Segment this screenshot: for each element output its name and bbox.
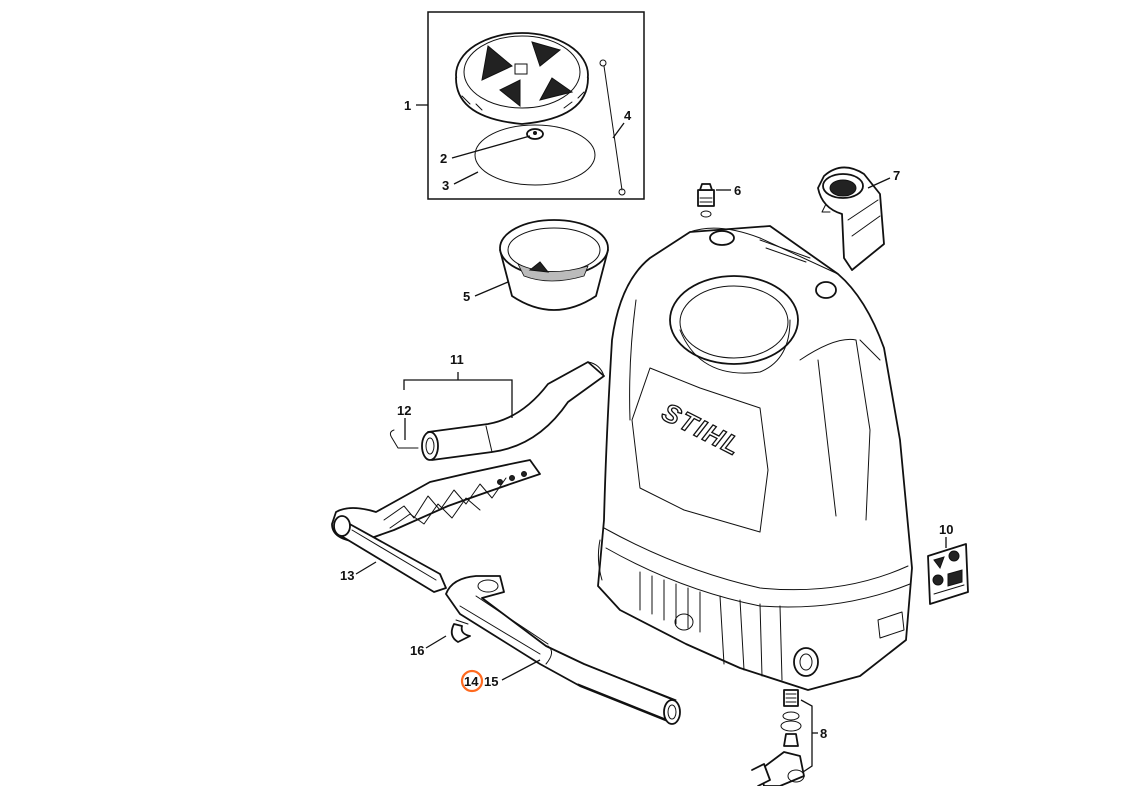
retaining-cord[interactable] [599,59,626,196]
lever-clip[interactable] [450,619,471,643]
tank-cap[interactable] [455,32,589,125]
spray-lance[interactable] [421,361,605,461]
part-labels: 1 2 3 4 5 6 7 8 10 11 12 13 14 15 16 [340,98,953,741]
outlet-fittings[interactable] [751,689,805,786]
pump-lever[interactable] [331,459,541,593]
cap-seal-ring[interactable] [474,124,596,186]
label-part-3[interactable]: 3 [442,178,449,193]
highlight-ring [460,669,484,693]
lance-clip[interactable] [389,429,419,449]
pump-shaft[interactable] [445,575,681,725]
label-part-1[interactable]: 1 [404,98,411,113]
label-part-8[interactable]: 8 [820,726,827,741]
label-part-11[interactable]: 11 [450,352,464,367]
label-part-2[interactable]: 2 [440,151,447,166]
lance-holder[interactable] [817,166,885,271]
label-part-12[interactable]: 12 [397,403,411,418]
leader-lines [355,104,947,773]
sprayer-tank[interactable]: STIHL [597,225,913,691]
label-part-5[interactable]: 5 [463,289,470,304]
label-part-16[interactable]: 16 [410,643,424,658]
label-part-4[interactable]: 4 [624,108,632,123]
label-part-13[interactable]: 13 [340,568,354,583]
cap-assembly-inset [427,11,645,200]
label-part-10[interactable]: 10 [939,522,953,537]
strainer-basket[interactable] [499,219,609,311]
warning-decal[interactable] [927,543,969,605]
label-part-7[interactable]: 7 [893,168,900,183]
label-part-14[interactable]: 14 [464,674,479,689]
label-part-6[interactable]: 6 [734,183,741,198]
filler-fitting[interactable] [697,183,715,218]
label-part-15[interactable]: 15 [484,674,498,689]
